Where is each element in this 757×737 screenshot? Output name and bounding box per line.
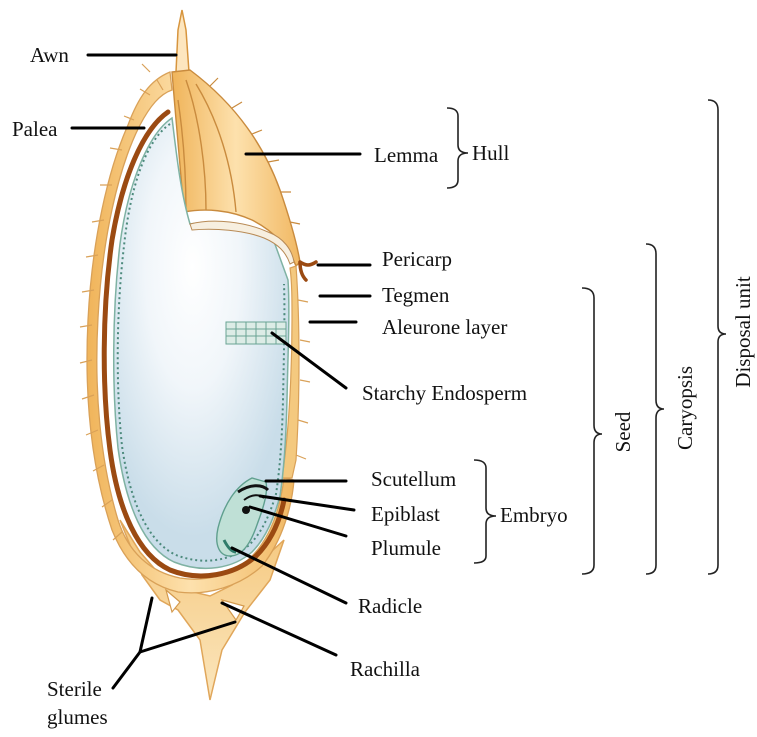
caryopsis-bracket (646, 244, 664, 574)
lemma-label: Lemma (374, 143, 439, 167)
embryo-label: Embryo (500, 503, 568, 527)
tegmen-label: Tegmen (382, 283, 450, 307)
rachilla-label: Rachilla (350, 657, 421, 681)
seed-label: Seed (611, 411, 635, 452)
pericarp-tip (300, 262, 316, 280)
sterile-glumes-leader-c (113, 652, 140, 688)
embryo-bracket (474, 460, 496, 563)
caryopsis-label: Caryopsis (673, 366, 697, 450)
awn-shape (176, 10, 189, 72)
disposal-unit-label: Disposal unit (731, 276, 755, 388)
plumule-label: Plumule (371, 536, 441, 560)
starchy-endosperm-label: Starchy Endosperm (362, 381, 527, 405)
hull-label: Hull (472, 141, 510, 165)
seed-bracket (582, 288, 602, 574)
aleurone-layer-label: Aleurone layer (382, 315, 507, 339)
radicle-label: Radicle (358, 594, 422, 618)
sterile-glumes-label-line2: glumes (47, 705, 108, 729)
sterile-glumes-label-line1: Sterile (47, 677, 102, 701)
grain-illustration (80, 10, 316, 700)
pericarp-label: Pericarp (382, 247, 452, 271)
palea-label: Palea (12, 117, 58, 141)
disposal-unit-bracket (708, 100, 726, 574)
aleurone-cells (226, 322, 286, 344)
scutellum-label: Scutellum (371, 467, 456, 491)
sterile-glumes-leader-a (140, 598, 152, 652)
rachilla-leader (222, 603, 336, 655)
awn-label: Awn (30, 43, 69, 67)
epiblast-label: Epiblast (371, 502, 440, 526)
hull-bracket (447, 108, 468, 188)
